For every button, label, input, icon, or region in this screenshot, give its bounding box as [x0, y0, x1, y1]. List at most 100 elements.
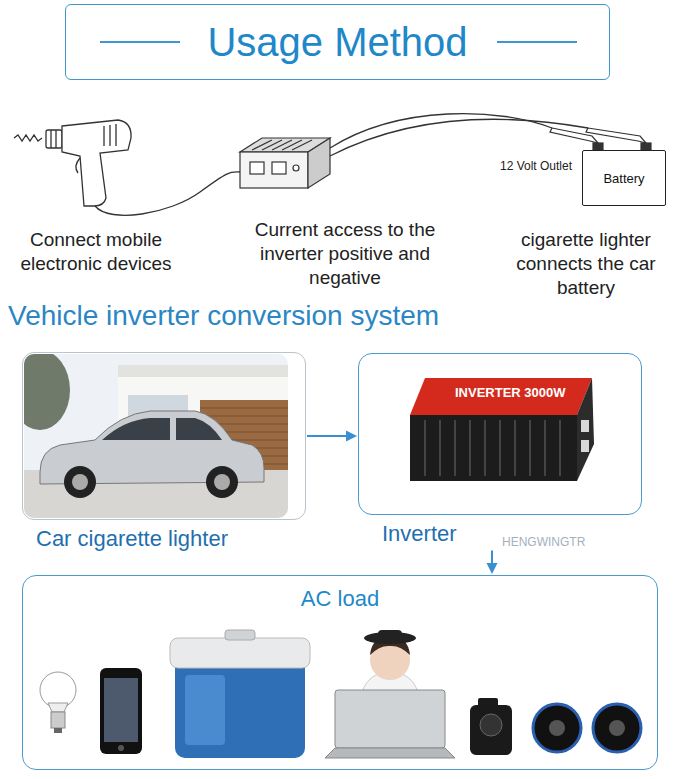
- inverter-photo-part: [425, 420, 560, 476]
- panel-caption: Inverter: [358, 515, 642, 549]
- camera-icon-part: [478, 698, 498, 707]
- laptop-person-icon: [325, 630, 455, 758]
- bulb-icon-part: [54, 728, 62, 733]
- car-photo-part: [64, 466, 96, 498]
- battery-clamp-part: [586, 128, 646, 143]
- inverter-photo-part-part: [499, 420, 501, 476]
- step-caption-holder: cigarette lighter connects the car batte…: [500, 228, 672, 299]
- panel-caption: Car cigarette lighter: [22, 520, 306, 554]
- section-heading: Vehicle inverter conversion system: [8, 298, 439, 333]
- phone-icon-part: [104, 678, 138, 742]
- battery-cable: [330, 114, 588, 156]
- laptop-person-icon-part: [335, 690, 445, 748]
- inverter-illustration: [240, 138, 330, 188]
- section-heading-holder: Vehicle inverter conversion system: [8, 298, 439, 333]
- inverter-photo-part: [410, 378, 592, 415]
- step-caption-holder: Current access to the inverter positive …: [246, 218, 444, 289]
- watermark-holder: HENGWINGTR: [502, 532, 585, 550]
- battery-box: Battery: [582, 150, 666, 206]
- step-caption: cigarette lighter connects the car batte…: [500, 228, 672, 299]
- inverter-illustration-part: [250, 162, 264, 174]
- drill-illustration: [14, 120, 240, 215]
- speaker-icon-part: [549, 720, 565, 736]
- device-print: INVERTER 3000W: [455, 385, 566, 401]
- inverter-illustration-part: [292, 140, 312, 150]
- outlet-label: 12 Volt Outlet: [500, 159, 572, 174]
- step-caption: Connect mobile electronic devices: [5, 228, 187, 276]
- speaker-icon-part: [593, 704, 641, 752]
- inverter-photo-part-part: [544, 420, 546, 476]
- drill-illustration-part: [14, 135, 42, 141]
- car-photo-part: [72, 474, 88, 490]
- inverter-photo-part-part: [454, 420, 456, 476]
- drill-illustration-part: [109, 125, 110, 146]
- panel-frame: [22, 352, 306, 520]
- inverter-illustration-part: [272, 162, 286, 174]
- inverter-illustration-part: [272, 140, 292, 150]
- laptop-person-icon-part: [325, 748, 455, 758]
- inverter-photo-part-part: [559, 420, 561, 476]
- inverter-illustration-part: [252, 140, 272, 150]
- car-photo-part-part: [200, 408, 288, 409]
- arrow-line: [307, 435, 348, 437]
- flow-arrow: [487, 550, 498, 574]
- title-rule-part: [100, 41, 180, 43]
- car-photo-part: [24, 354, 70, 430]
- step-caption-holder: Connect mobile electronic devices: [5, 228, 187, 276]
- car-photo-part: [102, 418, 170, 440]
- phone-icon-part: [118, 745, 124, 751]
- battery-clamp-part: [593, 143, 603, 150]
- cooler-icon-part: [185, 675, 225, 745]
- car-photo-part: [118, 365, 288, 377]
- inverter-photo: [410, 378, 594, 481]
- inverter-illustration-part: [240, 152, 308, 188]
- load-panel: AC load: [22, 575, 658, 770]
- inverter-illustration-part: [282, 140, 302, 150]
- inverter-illustration-part: [293, 165, 299, 171]
- cooler-icon-part: [170, 638, 310, 668]
- drill-illustration-part: [76, 158, 80, 173]
- battery-cable-part: [330, 114, 552, 148]
- inverter-photo-part: [410, 415, 577, 481]
- inverter-photo-part-part: [529, 420, 531, 476]
- box-label: Battery: [603, 171, 644, 186]
- flow-arrow: [307, 431, 357, 442]
- arrow-head: [487, 563, 498, 574]
- watermark: HENGWINGTR: [502, 535, 585, 550]
- inverter-illustration-part: [262, 140, 282, 150]
- inverter-photo-part-part: [514, 420, 516, 476]
- phone-icon: [100, 668, 142, 754]
- car-photo-part-part: [200, 416, 288, 417]
- inverter-photo-part-part: [484, 420, 486, 476]
- car-photo-part: [214, 474, 230, 490]
- drill-illustration-part: [50, 130, 51, 148]
- camera-icon-part: [470, 705, 512, 755]
- battery-clamp-part: [641, 143, 651, 150]
- speaker-icon-part: [609, 720, 625, 736]
- inverter-photo-part-part: [439, 420, 441, 476]
- car-photo-part: [206, 466, 238, 498]
- drill-illustration-part: [115, 124, 116, 146]
- inverter-photo-part: [577, 378, 594, 481]
- panel-label: Car cigarette lighter: [36, 526, 306, 552]
- photo-panel: Car cigarette lighter: [22, 352, 306, 554]
- camera-icon-part: [480, 714, 502, 736]
- car-photo: [24, 354, 288, 518]
- step-caption: Current access to the inverter positive …: [246, 218, 444, 289]
- inverter-illustration-part: [308, 138, 330, 188]
- battery-cable-part: [330, 119, 588, 156]
- inverter-photo-part: [581, 420, 589, 432]
- outlet-label-holder: 12 Volt Outlet: [500, 156, 572, 174]
- phone-icon-part: [100, 668, 142, 754]
- inverter-photo-part: [581, 440, 589, 452]
- inverter-photo-part-part: [469, 420, 471, 476]
- drill-illustration-part: [62, 120, 131, 206]
- box-label: Usage Method: [207, 20, 467, 65]
- bulb-icon: [40, 672, 76, 733]
- device-print-holder: INVERTER 3000W: [455, 383, 566, 401]
- arrow-head: [346, 431, 357, 442]
- arrow-line: [491, 550, 493, 565]
